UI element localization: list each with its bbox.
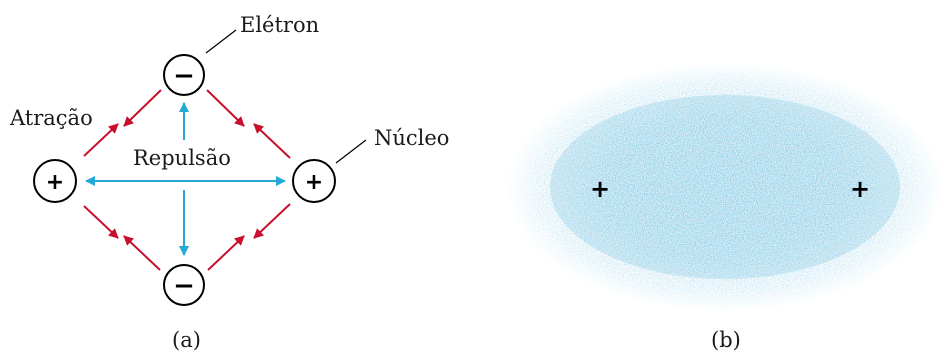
caption-a: (a) xyxy=(172,328,201,352)
repulsion-arrows xyxy=(85,102,286,256)
attraction-arrow xyxy=(253,203,291,239)
electron-top: − xyxy=(163,54,205,96)
nucleus-leader-line xyxy=(335,139,367,164)
electron-sign: − xyxy=(173,61,195,91)
electron-sign: − xyxy=(173,271,195,301)
nucleus-label: Núcleo xyxy=(374,126,449,150)
attraction-arrows xyxy=(83,89,291,271)
electron-bottom: − xyxy=(163,264,205,306)
electron-cloud xyxy=(507,63,941,311)
electron-label: Elétron xyxy=(240,13,319,37)
attraction-label: Atração xyxy=(9,106,93,130)
attraction-arrow xyxy=(253,123,291,159)
nucleus-right: + xyxy=(292,159,336,203)
nucleus-sign-right: + xyxy=(850,175,870,203)
attraction-arrow xyxy=(83,205,119,239)
panel-b: + + (b) xyxy=(507,63,941,352)
nucleus-sign: + xyxy=(46,170,64,195)
panel-a: − − + + Elétron Atração Repulsão Núcleo … xyxy=(9,13,449,352)
repulsion-label: Repulsão xyxy=(133,146,231,170)
attraction-arrow xyxy=(207,235,245,271)
electron-leader-line xyxy=(205,29,237,54)
nucleus-sign: + xyxy=(305,170,323,195)
nucleus-sign-left: + xyxy=(590,175,610,203)
attraction-arrow xyxy=(83,123,119,157)
attraction-arrow xyxy=(123,235,161,271)
attraction-arrow xyxy=(206,89,245,127)
caption-b: (b) xyxy=(711,328,741,352)
nucleus-left: + xyxy=(33,159,77,203)
attraction-arrow xyxy=(123,89,162,127)
